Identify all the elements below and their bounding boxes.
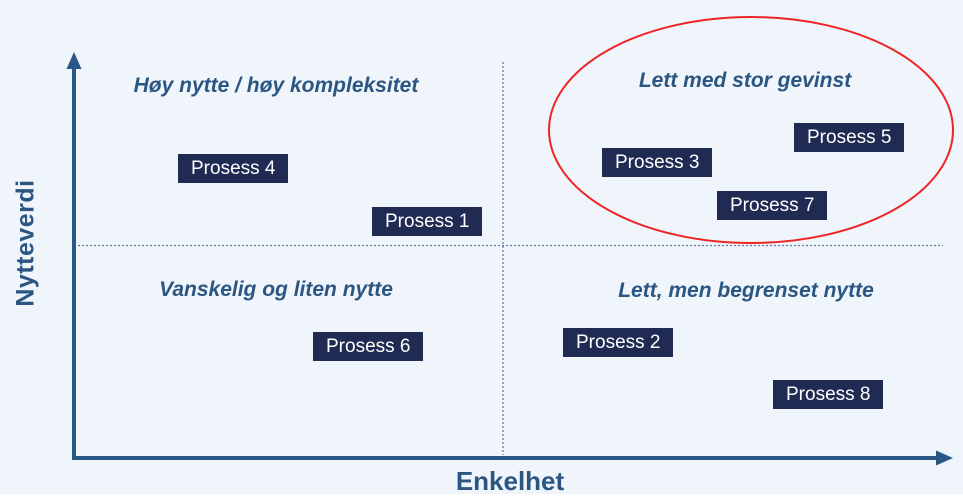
x-axis-label: Enkelhet — [455, 466, 565, 496]
quadrant-title-top-left: Høy nytte / høy kompleksitet — [133, 74, 419, 97]
quadrant-title-top-right: Lett med stor gevinst — [638, 69, 852, 92]
process-box-prosess-4: Prosess 4 — [178, 154, 289, 183]
y-axis-arrowhead — [66, 52, 82, 69]
process-box-prosess-3: Prosess 3 — [602, 148, 713, 177]
highlight-ellipse — [548, 16, 954, 244]
y-axis-label: Nytteverdi — [11, 179, 40, 307]
process-box-prosess-1: Prosess 1 — [372, 207, 483, 236]
quadrant-title-bottom-right: Lett, men begrenset nytte — [618, 279, 874, 302]
process-box-prosess-7: Prosess 7 — [717, 191, 828, 220]
bottom-white-strip — [0, 494, 963, 499]
process-box-prosess-5: Prosess 5 — [794, 123, 905, 152]
quadrant-title-bottom-left: Vanskelig og liten nytte — [159, 278, 393, 301]
process-box-prosess-8: Prosess 8 — [773, 380, 884, 409]
process-box-prosess-6: Prosess 6 — [313, 332, 424, 361]
process-box-prosess-2: Prosess 2 — [563, 328, 674, 357]
x-axis-arrowhead — [936, 450, 953, 466]
